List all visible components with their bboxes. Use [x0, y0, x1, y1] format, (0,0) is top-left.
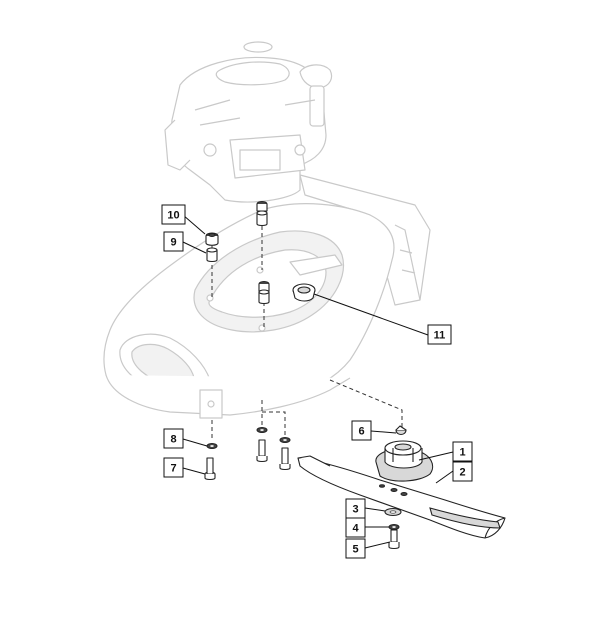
svg-text:7: 7: [170, 463, 176, 475]
callout-10: 10: [161, 204, 186, 225]
spacer-sleeve-upper: [256, 201, 268, 227]
washer-3: [384, 507, 402, 517]
svg-text:4: 4: [352, 523, 359, 535]
callout-6: 6: [351, 420, 372, 441]
washer-8: [206, 443, 218, 449]
callout-11: 11: [427, 324, 452, 345]
svg-text:8: 8: [170, 434, 176, 446]
washer-center: [256, 427, 268, 433]
screw-7: [204, 457, 216, 481]
callout-7: 7: [163, 457, 184, 478]
leader-lines: [182, 214, 454, 549]
key-6: [395, 425, 407, 436]
svg-text:11: 11: [434, 330, 446, 342]
svg-text:10: 10: [167, 210, 179, 222]
callout-9: 9: [163, 231, 184, 252]
washer-right: [279, 437, 291, 443]
blade-adapter-1: [375, 440, 434, 482]
screw-center: [256, 439, 268, 463]
mower-deck-ghost: [103, 174, 431, 419]
svg-text:2: 2: [459, 467, 465, 479]
grommet-11: [292, 283, 316, 302]
callout-3: 3: [345, 498, 366, 519]
svg-text:9: 9: [170, 237, 176, 249]
spacer-nut-10: [205, 232, 219, 246]
spacer-sleeve-middle: [258, 281, 270, 305]
svg-text:5: 5: [352, 544, 358, 556]
washer-4: [388, 524, 400, 530]
callout-5: 5: [345, 538, 366, 559]
blade-2: [297, 455, 506, 539]
callout-2: 2: [452, 461, 473, 482]
screw-5: [388, 529, 400, 550]
spacer-sleeve-9: [206, 247, 218, 263]
svg-text:6: 6: [358, 426, 364, 438]
callout-4: 4: [345, 517, 366, 538]
callout-1: 1: [452, 441, 473, 462]
engine-ghost: [164, 41, 333, 203]
svg-text:1: 1: [459, 447, 465, 459]
screw-right: [279, 447, 291, 471]
callout-8: 8: [163, 428, 184, 449]
svg-text:3: 3: [352, 504, 358, 516]
